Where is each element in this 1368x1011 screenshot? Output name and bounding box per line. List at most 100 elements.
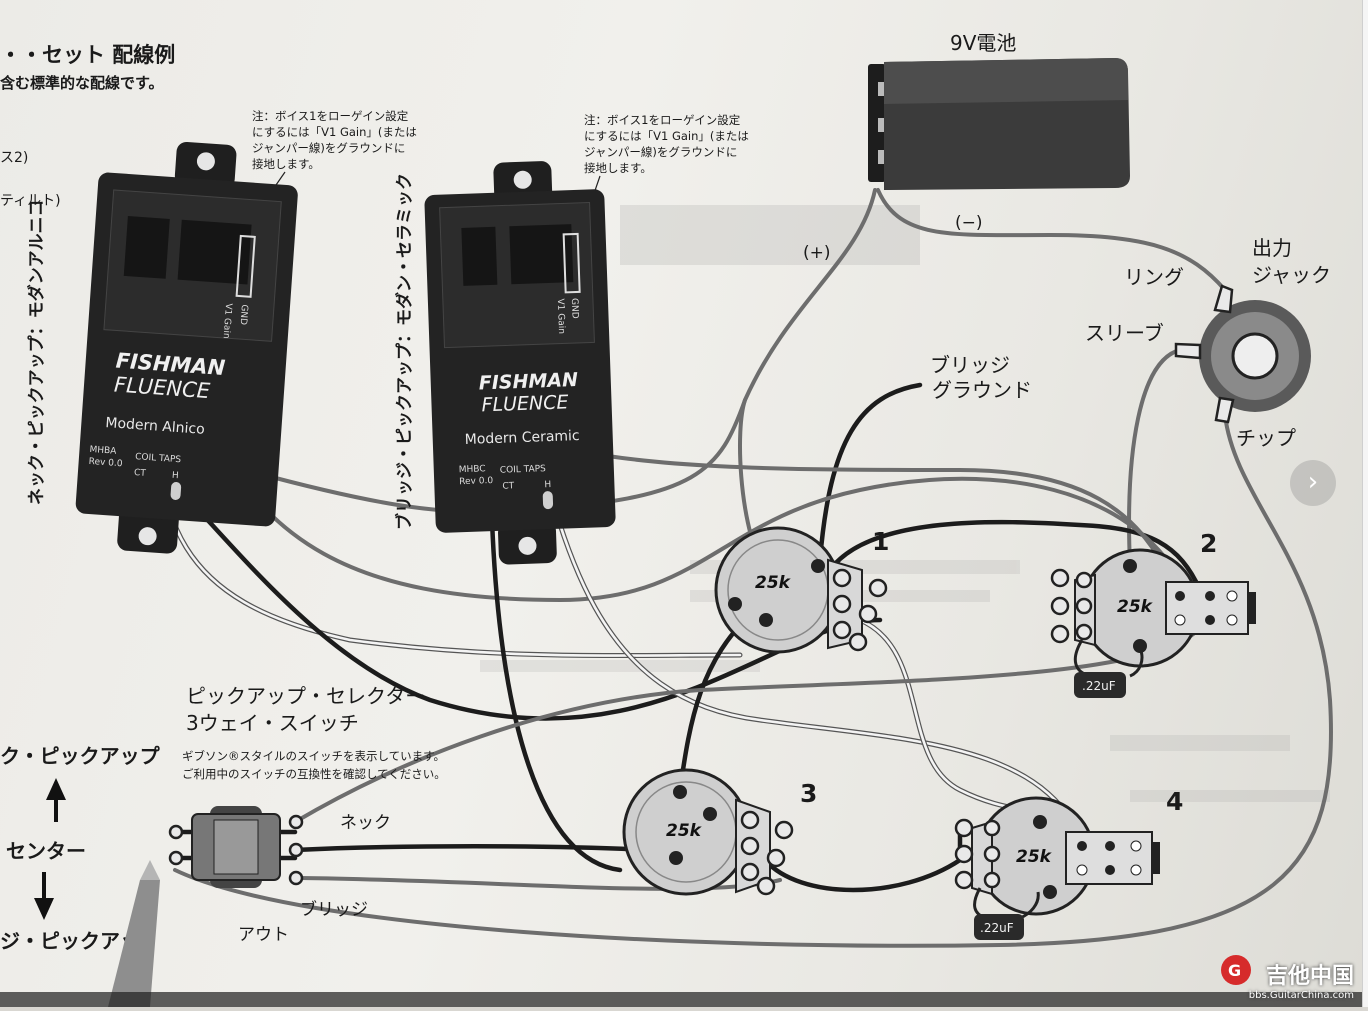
jack-sleeve-lug (1174, 342, 1202, 360)
pot-2-capacitor (1074, 672, 1126, 698)
bridge-note: 注：ボイス1をローゲイン設定 にするには「V1 Gain」(または ジャンパー線… (577, 113, 749, 241)
jack-ring-label: リング (1124, 265, 1184, 289)
side-note-2: ティルト) (0, 193, 61, 209)
guitar-logo-icon: G (1221, 955, 1251, 985)
switch-out-label: アウト (238, 925, 289, 945)
pot-3: 25k 3 (622, 768, 817, 896)
selector-desc-1: ギブソン®スタイルのスイッチを表示しています。 (182, 749, 445, 763)
next-image-button[interactable]: › (1290, 460, 1336, 506)
arrow-up-icon (46, 778, 66, 800)
selector-desc-2: ご利用中のスイッチの互換性を確認してください。 (182, 767, 446, 781)
output-jack: 出力 ジャック リング スリーブ チップ (1085, 236, 1331, 450)
selector-switch: ピックアップ・セレクター 3ウェイ・スイッチ ギブソン®スタイルのスイッチを表示… (168, 684, 446, 945)
bridge-note-line-3: ジャンパー線)をグラウンドに (584, 145, 737, 159)
pot-4-value: 25k (1016, 847, 1053, 867)
bridge-line: FLUENCE (481, 391, 569, 416)
bridge-coil-taps: COIL TAPS (500, 464, 547, 476)
switch-positions: ク・ピックアップ センター ジ・ピックアッ (0, 744, 161, 953)
bridge-model: Modern Ceramic (464, 428, 579, 448)
battery: 9V電池 (+) (−) (803, 31, 1130, 263)
neck-rev: Rev 0.0 (88, 457, 123, 469)
bridge-ground-label-1: ブリッジ (930, 353, 1010, 377)
neck-h: H (172, 471, 179, 481)
battery-label: 9V電池 (950, 31, 1016, 55)
neck-model: Modern Alnico (105, 415, 205, 438)
neck-v1gain-label: V1 Gain (221, 303, 233, 339)
bridge-h: H (544, 480, 551, 490)
switch-bridge-label: ブリッジ (300, 899, 368, 920)
bridge-rev: Rev 0.0 (459, 476, 493, 487)
position-center: センター (6, 839, 86, 863)
selector-title-1: ピックアップ・セレクター (186, 684, 425, 708)
wiring (147, 188, 1333, 948)
bridge-code: MHBC (459, 464, 486, 475)
neck-note-line-2: にするには「V1 Gain」(または (252, 125, 417, 139)
bridge-note-line-1: 注：ボイス1をローゲイン設定 (584, 113, 741, 127)
chevron-right-icon: › (1307, 467, 1319, 497)
neck-note-line-4: 接地します。 (252, 157, 320, 171)
neck-note-line-1: 注：ボイス1をローゲイン設定 (252, 109, 409, 123)
battery-positive-wire (208, 188, 877, 514)
pot-2-cap-label: .22uF (1082, 679, 1116, 693)
jack-tip-lug (1214, 396, 1235, 424)
page-subtitle: 含む標準的な配線です。 (0, 74, 164, 92)
pot-3-number: 3 (800, 779, 817, 808)
bridge-ground-wire (817, 382, 923, 563)
pot-1: 25k 1 (714, 526, 889, 654)
pot1-pot2-wire (827, 519, 1203, 593)
pot-1-number: 1 (872, 527, 889, 556)
neck-note-line-3: ジャンパー線)をグラウンドに (252, 141, 405, 155)
pot-4-cap-label: .22uF (980, 921, 1014, 935)
watermark-name: 吉他中国 (1265, 964, 1354, 989)
pot-4-capacitor (974, 914, 1024, 940)
pot3-pot4-wire (762, 827, 963, 893)
neck-note: 注：ボイス1をローゲイン設定 にするには「V1 Gain」(または ジャンパー線… (237, 109, 417, 241)
page-title: ・・セット 配線例 (0, 43, 175, 67)
svg-text:G: G (1228, 961, 1241, 980)
screwdriver-photo-object (0, 860, 1368, 1007)
neck-coil-taps: COIL TAPS (135, 452, 182, 465)
pot-2-value: 25k (1117, 597, 1154, 617)
pot-2-number: 2 (1200, 529, 1217, 558)
switch-neck-label: ネック (340, 813, 391, 833)
selector-title-2: 3ウェイ・スイッチ (186, 711, 359, 735)
jack-sleeve-label: スリーブ (1085, 321, 1164, 345)
pot-2-switch-block (1165, 581, 1249, 635)
bridge-ground-label-2: グラウンド (932, 378, 1032, 402)
pot-4-number: 4 (1166, 787, 1183, 816)
bridge-note-line-4: 接地します。 (584, 161, 652, 175)
jack-label-1: 出力 (1252, 236, 1292, 260)
position-neck: ク・ピックアップ (0, 744, 161, 768)
bridge-coil-wire (538, 438, 1172, 582)
switch-pot3-wire (292, 844, 653, 853)
battery-plus-label: (+) (803, 243, 831, 263)
bridge-gnd-label: GND (569, 298, 580, 319)
watermark-url: bbs.GuitarChina.com (1248, 990, 1354, 1001)
pot-4: 25k 4 .22uF (954, 787, 1183, 940)
neck-coil-wire (198, 408, 1182, 603)
side-note-1: ス2) (0, 150, 28, 166)
neck-ct: CT (134, 468, 147, 479)
bridge-v1gain-label: V1 Gain (555, 298, 566, 334)
bridge-ct: CT (502, 481, 515, 491)
pot-4-switch-block (1065, 831, 1153, 885)
pot-2: 25k 2 .22uF (1050, 529, 1256, 698)
bridge-pickup: GND V1 Gain FISHMAN FLUENCE Modern Ceram… (424, 161, 616, 565)
neck-pickup-label: ネック・ピックアップ：モダンアルニコ (26, 200, 47, 506)
neck-gnd-label: GND (238, 304, 249, 325)
battery-minus-label: (−) (955, 213, 983, 233)
jack-label-2: ジャック (1252, 263, 1331, 287)
bridge-black-wire (489, 517, 623, 873)
neck-code: MHBA (89, 445, 117, 457)
arrow-down-icon (34, 898, 54, 920)
neck-pickup: GND V1 Gain FISHMAN FLUENCE Modern Alnic… (75, 141, 298, 554)
page-edge (1362, 0, 1368, 1007)
bridge-brand: FISHMAN (478, 369, 578, 394)
battery-negative-wire (876, 188, 1227, 292)
jack-ring-lug (1213, 284, 1234, 314)
pot-3-value: 25k (666, 821, 703, 841)
watermark: 吉他中国 bbs.GuitarChina.com (1249, 958, 1354, 1001)
bridge-note-line-2: にするには「V1 Gain」(または (584, 129, 749, 143)
